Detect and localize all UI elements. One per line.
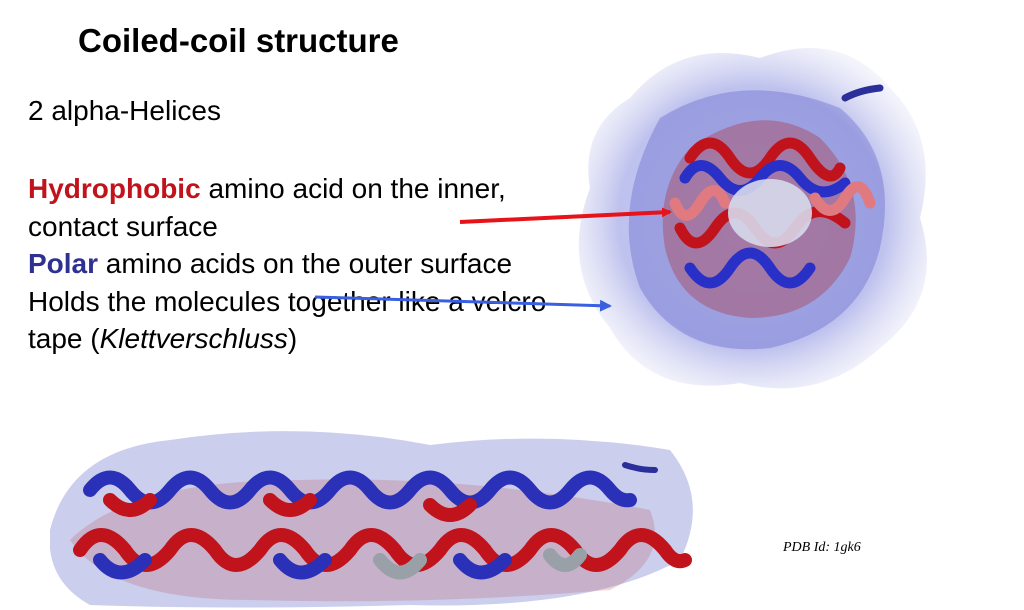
pdb-id-label: PDB Id: 1gk6 <box>783 540 861 555</box>
velcro-german-term: Klettverschluss <box>99 323 288 354</box>
hydrophobic-point: Hydrophobic amino acid on the inner, con… <box>28 170 548 245</box>
polar-arrow <box>314 295 612 312</box>
bullet-list: Hydrophobic amino acid on the inner, con… <box>28 170 548 358</box>
polar-term: Polar <box>28 248 99 279</box>
polar-text: amino acids on the outer surface <box>98 248 513 279</box>
velcro-point: Holds the molecules together like a velc… <box>28 283 548 358</box>
subtitle: 2 alpha-Helices <box>28 95 221 126</box>
polar-point: Polar amino acids on the outer surface <box>28 245 548 283</box>
hydrophobic-arrow <box>459 207 672 224</box>
hydrophobic-term: Hydrophobic <box>28 173 201 204</box>
coiled-coil-side-view-image <box>50 431 693 608</box>
slide-title: Coiled-coil structure <box>78 22 399 59</box>
velcro-close: ) <box>287 323 298 354</box>
hydrophobic-text: amino acid on the inner, contact surface <box>28 173 506 242</box>
coiled-coil-top-view-image <box>578 48 927 389</box>
